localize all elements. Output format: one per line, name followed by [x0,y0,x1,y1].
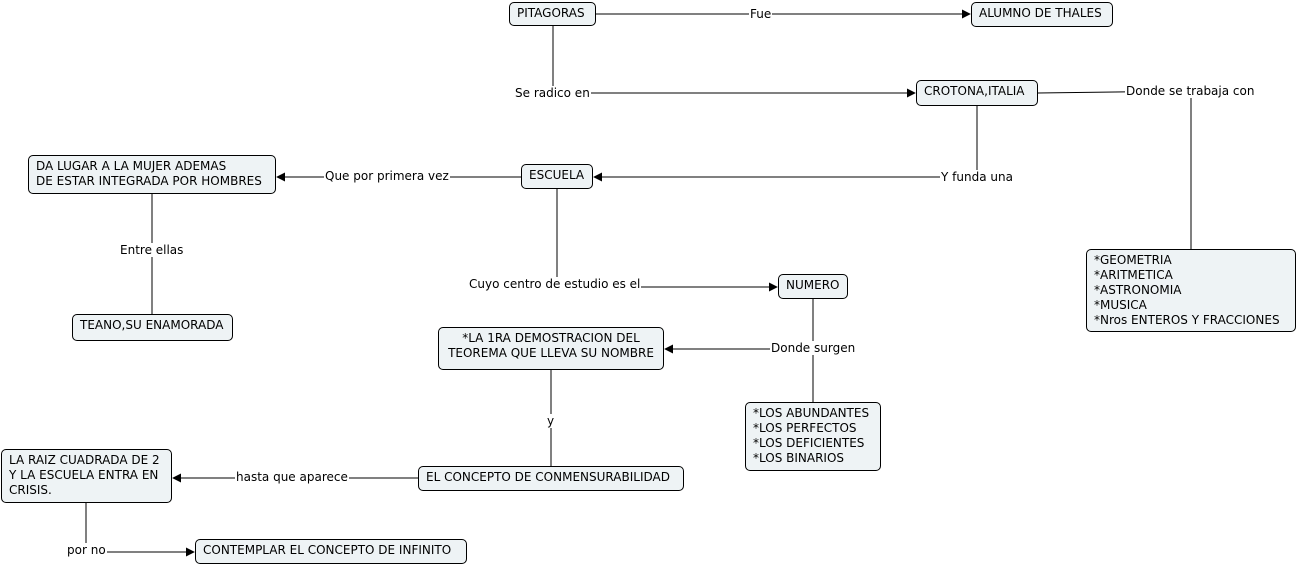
node-escuela[interactable]: ESCUELA [521,164,593,189]
link-label-hasta-que: hasta que aparece [235,470,349,484]
node-materias[interactable]: *GEOMETRIA *ARITMETICA *ASTRONOMIA *MUSI… [1086,249,1296,332]
link-label-se-radico: Se radico en [514,86,591,100]
link-line-centro-estudio [556,189,778,292]
node-crotona-italia[interactable]: CROTONA,ITALIA [916,80,1038,106]
node-teano[interactable]: TEANO,SU ENAMORADA [72,314,233,341]
node-conmensurabilidad[interactable]: EL CONCEPTO DE CONMENSURABILIDAD [418,466,684,491]
link-label-centro-estudio: Cuyo centro de estudio es el [468,277,642,291]
link-line-funda [593,106,978,182]
link-label-por-no: por no [66,543,107,557]
node-raiz-cuadrada[interactable]: LA RAIZ CUADRADA DE 2 Y LA ESCUELA ENTRA… [1,449,172,503]
link-label-y: y [546,414,556,428]
link-label-donde-trabaja: Donde se trabaja con [1125,84,1256,98]
node-numeros-tipos[interactable]: *LOS ABUNDANTES *LOS PERFECTOS *LOS DEFI… [745,402,881,471]
node-mujer[interactable]: DA LUGAR A LA MUJER ADEMAS DE ESTAR INTE… [28,155,276,194]
link-label-funda: Y funda una [940,170,1014,184]
link-label-primera-vez: Que por primera vez [324,169,450,183]
node-infinito[interactable]: CONTEMPLAR EL CONCEPTO DE INFINITO [195,539,467,564]
node-demostracion[interactable]: *LA 1RA DEMOSTRACION DEL TEOREMA QUE LLE… [438,327,664,370]
link-label-donde-surgen: Donde surgen [770,341,857,355]
link-label-entre-ellas: Entre ellas [119,243,185,257]
node-numero[interactable]: NUMERO [778,274,848,299]
link-line-se-radico [552,26,916,98]
link-label-fue: Fue [749,7,773,21]
node-pitagoras[interactable]: PITAGORAS [509,2,596,26]
link-line-donde-trabaja [1037,90,1192,249]
node-alumno-de-thales[interactable]: ALUMNO DE THALES [971,2,1113,27]
